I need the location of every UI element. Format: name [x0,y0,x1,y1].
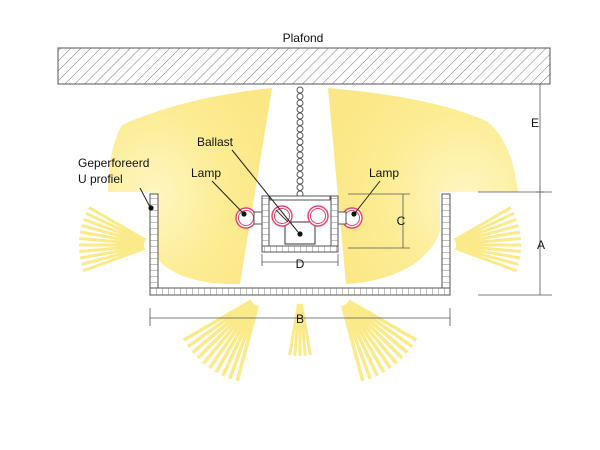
label-lamp-right: Lamp [351,166,399,217]
light-ray [343,303,386,374]
light-ray [345,301,404,360]
light-ray [455,237,521,246]
dimension-b-label: B [296,312,304,326]
glow-left [108,88,272,285]
light-ray [79,237,145,246]
label-ballast: Ballast [197,135,299,233]
light-ray [455,246,519,266]
light-ray [81,246,145,266]
lamp-right [337,207,363,229]
light-ray [196,301,255,360]
dimension-c [348,193,410,249]
glow-right [328,88,518,284]
dimension-e [536,83,544,193]
light-ray [79,244,145,253]
svg-text:Lamp: Lamp [191,166,221,180]
light-ray [214,303,257,374]
light-ray [191,301,254,354]
chain-link [296,132,304,139]
chain-link [296,171,304,178]
chain-link [296,112,304,120]
light-ray [288,303,301,356]
dimension-d-label: D [296,257,305,271]
ballast [284,221,316,245]
light-ray [454,246,518,273]
chain-link [296,125,304,133]
light-ray [88,206,147,242]
dimension-c-label: C [397,214,406,228]
light-ray [346,301,409,354]
chain-link [296,138,304,146]
chain-link [296,145,304,152]
light-ray [186,300,253,348]
dimension-b [149,308,451,326]
dimension-a-label: A [537,238,545,252]
light-ray [347,300,414,348]
chain-link [296,86,304,94]
svg-text:U profiel: U profiel [78,172,123,186]
svg-text:Lamp: Lamp [369,166,399,180]
ceiling [57,47,551,85]
chain-link [296,119,304,126]
inner-lamp-left [271,205,293,227]
chain-link [296,99,304,107]
light-ray [82,246,146,273]
light-ray [85,211,146,243]
u-profile [149,193,451,296]
light-ray [455,230,521,245]
dimension-d [261,254,339,266]
chain-link [296,93,304,100]
dimension-e-label: E [531,116,539,130]
light-ray [347,299,418,342]
light-ray [221,304,258,377]
light-ray [345,302,398,365]
chain-link [296,106,304,113]
light-ray [81,224,145,244]
suspension-chain [296,86,304,198]
label-lamp-left: Lamp [191,166,247,217]
label-profile: Geperforeerd U profiel [78,156,154,211]
chain-link [296,164,304,172]
light-ray [453,206,512,242]
light-ray [344,303,392,370]
lamp-left [235,207,263,229]
light-ray [455,245,521,260]
light-ray [342,304,379,377]
light-ray [208,303,256,370]
chain-link [296,158,304,165]
inner-lamp-right [307,205,329,227]
chain-link [296,184,304,191]
light-ray [79,245,145,260]
light-ray [182,299,253,342]
light-ray [202,302,255,365]
light-ray [455,224,519,244]
light-ray [454,211,515,243]
dimension-a [478,191,552,296]
chain-link [296,151,304,159]
svg-text:Geperforeerd: Geperforeerd [78,156,149,170]
light-ray [455,244,521,253]
ceiling-label: Plafond [283,31,324,45]
light-rays [79,206,521,382]
svg-text:Ballast: Ballast [197,135,234,149]
light-ray [79,230,145,245]
chain-link [296,177,304,185]
light-ray [454,217,518,244]
light-ray [82,217,146,244]
